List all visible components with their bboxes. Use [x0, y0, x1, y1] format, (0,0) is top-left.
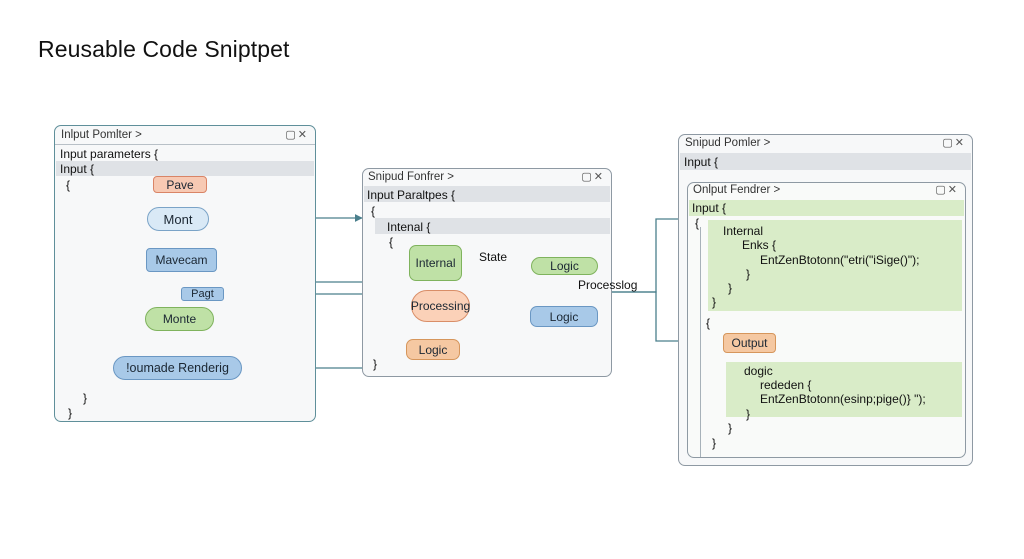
page-title: Reusable Code Sniptpet [38, 36, 290, 62]
panel2-close: } [373, 357, 378, 371]
node-mavecam[interactable]: Mavecam [146, 248, 217, 272]
panel1-line-1: Input parameters { [60, 147, 159, 161]
inner-code-a-3: EntZenBtotonn("etri("iSige()"); [760, 253, 920, 267]
node-internal[interactable]: Internal [409, 245, 462, 281]
panel-onlput-fendrer: Onlput Fendrer > ▢✕ Input { { Internal E… [687, 182, 966, 458]
node-rendering[interactable]: !oumade Renderig [113, 356, 242, 380]
panel2-line-1: Input Paraltpes { [367, 188, 456, 202]
panel3-window-controls[interactable]: ▢✕ [942, 137, 966, 149]
label-state: State [479, 250, 508, 264]
node-logic-right-mid[interactable]: Logic [530, 306, 598, 327]
inner-panel-header: Onlput Fendrer > [693, 184, 781, 196]
inner-code-a-5: } [728, 281, 733, 295]
node-mont[interactable]: Mont [147, 207, 209, 231]
inner-line-1: Input { [692, 201, 727, 215]
inner-code-a-2: Enks { [742, 238, 777, 252]
node-logic-right-top[interactable]: Logic [531, 257, 598, 275]
panel3-line-1: Input { [684, 155, 719, 169]
panel-snipud-pomler: Snipud Pomler > ▢✕ Input { Onlput Fendre… [678, 134, 973, 466]
node-pave[interactable]: Pave [153, 176, 207, 193]
node-processing[interactable]: Processing [411, 290, 470, 322]
inner-code-a-6: } [712, 295, 717, 309]
panel1-close-2: } [68, 406, 73, 420]
panel2-window-controls[interactable]: ▢✕ [581, 171, 605, 183]
panel2-line-3: Intenal { [387, 220, 431, 234]
panel1-header: Inlput Pomlter > [61, 129, 142, 141]
inner-brace-open: { [695, 216, 700, 230]
node-monte[interactable]: Monte [145, 307, 214, 331]
panel1-line-2: Input { [60, 162, 95, 176]
panel1-line-3: { [66, 178, 71, 192]
inner-code-b-6: } [712, 436, 717, 450]
panel2-line-2: { [371, 204, 376, 218]
inner-code-b-4: } [746, 407, 751, 421]
inner-code-b-1: dogic [744, 364, 773, 378]
inner-brace-2: { [706, 316, 711, 330]
inner-code-b-5: } [728, 421, 733, 435]
panel1-close-1: } [83, 391, 88, 405]
node-pagt[interactable]: Pagt [181, 287, 224, 301]
panel2-line-4: { [389, 235, 394, 249]
node-output[interactable]: Output [723, 333, 776, 353]
node-logic-bottom[interactable]: Logic [406, 339, 460, 360]
panel1-window-controls[interactable]: ▢✕ [285, 129, 309, 141]
panel2-header: Snipud Fonfrer > [368, 171, 454, 183]
inner-code-a-4: } [746, 267, 751, 281]
label-processlog: Processlog [578, 278, 638, 292]
panel3-header: Snipud Pomler > [685, 137, 771, 149]
inner-code-b-3: EntZenBtotonn(esinp;pige()} "); [760, 392, 926, 406]
inner-panel-window-controls[interactable]: ▢✕ [935, 184, 959, 196]
inner-code-a-1: Internal [723, 224, 764, 238]
inner-code-b-2: rededen { [760, 378, 812, 392]
